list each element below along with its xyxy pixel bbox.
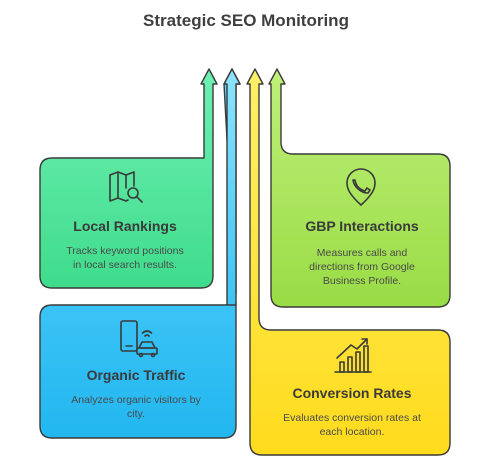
mobile-car-icon: [120, 320, 158, 358]
conversion-rates-desc-line-2: each location.: [320, 426, 385, 438]
local-rankings-title: Local Rankings: [73, 218, 177, 234]
organic-traffic-desc-line-1: Analyzes organic visitors by: [71, 394, 201, 406]
conversion-rates-shape: [246, 68, 451, 456]
local-rankings-desc-line-1: Tracks keyword positions: [66, 245, 183, 257]
conversion-rates-desc-line-1: Evaluates conversion rates at: [283, 412, 421, 424]
location-phone-icon: [346, 168, 376, 206]
map-search-icon: [109, 171, 143, 203]
organic-traffic-stem: [223, 68, 241, 306]
organic-traffic-title: Organic Traffic: [87, 367, 186, 383]
local-rankings-desc-line-2: in local search results.: [73, 259, 177, 271]
gbp-interactions-title: GBP Interactions: [305, 218, 419, 234]
diagram-title: Strategic SEO Monitoring: [143, 11, 349, 30]
gbp-interactions-desc-line-1: Measures calls and: [317, 247, 408, 259]
gbp-interactions-desc-line-3: Business Profile.: [323, 275, 401, 287]
conversion-rates-title: Conversion Rates: [292, 385, 411, 401]
gbp-interactions-desc-line-2: directions from Google: [309, 261, 415, 273]
organic-traffic-desc-line-2: city.: [127, 408, 145, 420]
growth-chart-icon: [334, 338, 372, 373]
local-rankings-shape: [39, 68, 218, 289]
